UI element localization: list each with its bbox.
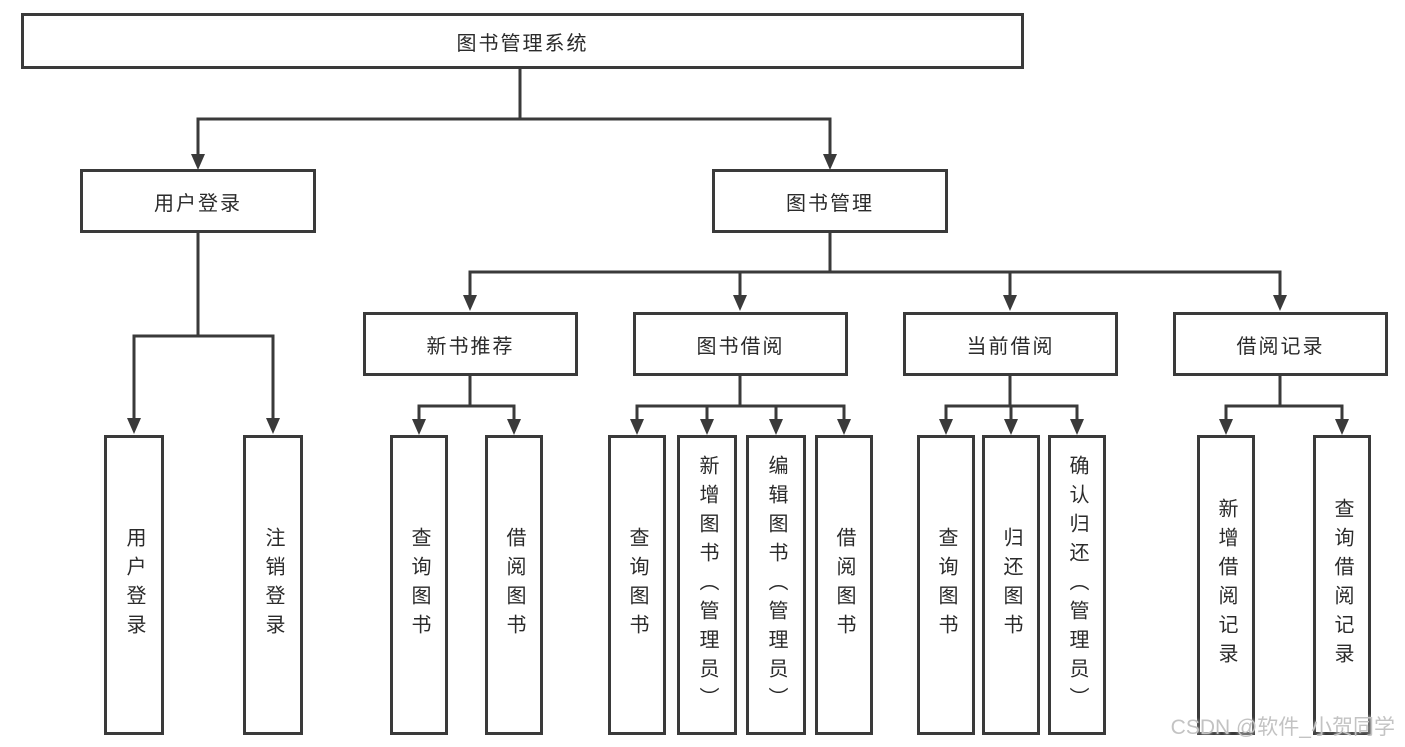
arrowhead-new-book-recommend [463,295,477,311]
leaf-borrow-books: 借阅图书 [815,435,873,735]
edges-borrow-records [1219,374,1349,435]
leaf-query-books-current: 查询图书 [917,435,975,735]
leaf-query-borrow-record: 查询借阅记录 [1313,435,1371,735]
arrowhead-borrow-records [1273,295,1287,311]
arrowhead-leaf-logout [266,418,280,434]
node-library-management-system: 图书管理系统 [21,13,1024,69]
edges-book-borrow [630,374,851,435]
edges-new-book-recommend [412,374,521,435]
node-current-borrow: 当前借阅 [903,312,1118,376]
watermark: CSDN @软件_小贺同学 [1170,716,1395,739]
leaf-confirm-return-admin: 确认归还（管理员） [1048,435,1106,735]
arrowhead-bb-add [700,419,714,435]
arrowhead-br-add [1219,419,1233,435]
leaf-borrow-books-recommend: 借阅图书 [485,435,543,735]
node-borrow-records: 借阅记录 [1173,312,1388,376]
leaf-edit-book-admin: 编辑图书（管理员） [746,435,806,735]
arrowhead-bb-borrow [837,419,851,435]
leaf-return-book: 归还图书 [982,435,1040,735]
arrowhead-cb-confirm [1070,419,1084,435]
leaf-user-login: 用户登录 [104,435,164,735]
arrowhead-cb-return [1004,419,1018,435]
leaf-query-books-recommend: 查询图书 [390,435,448,735]
leaf-add-book-admin: 新增图书（管理员） [677,435,737,735]
arrowhead-nb-query [412,419,426,435]
arrowhead-user-login [191,154,205,170]
edges-current-borrow [939,374,1084,435]
arrowhead-book-borrow [733,295,747,311]
arrowhead-br-query [1335,419,1349,435]
edges-book-management [463,231,1287,311]
leaf-logout: 注销登录 [243,435,303,735]
edges-user-login [127,231,280,434]
edges-root [191,67,837,170]
leaf-add-borrow-record: 新增借阅记录 [1197,435,1255,735]
arrowhead-book-management [823,154,837,170]
arrowhead-leaf-user-login [127,418,141,434]
arrowhead-current-borrow [1003,295,1017,311]
node-book-borrow: 图书借阅 [633,312,848,376]
node-new-book-recommend: 新书推荐 [363,312,578,376]
node-book-management: 图书管理 [712,169,948,233]
arrowhead-bb-query [630,419,644,435]
node-user-login: 用户登录 [80,169,316,233]
arrowhead-bb-edit [769,419,783,435]
leaf-query-books-borrow: 查询图书 [608,435,666,735]
arrowhead-nb-borrow [507,419,521,435]
arrowhead-cb-query [939,419,953,435]
